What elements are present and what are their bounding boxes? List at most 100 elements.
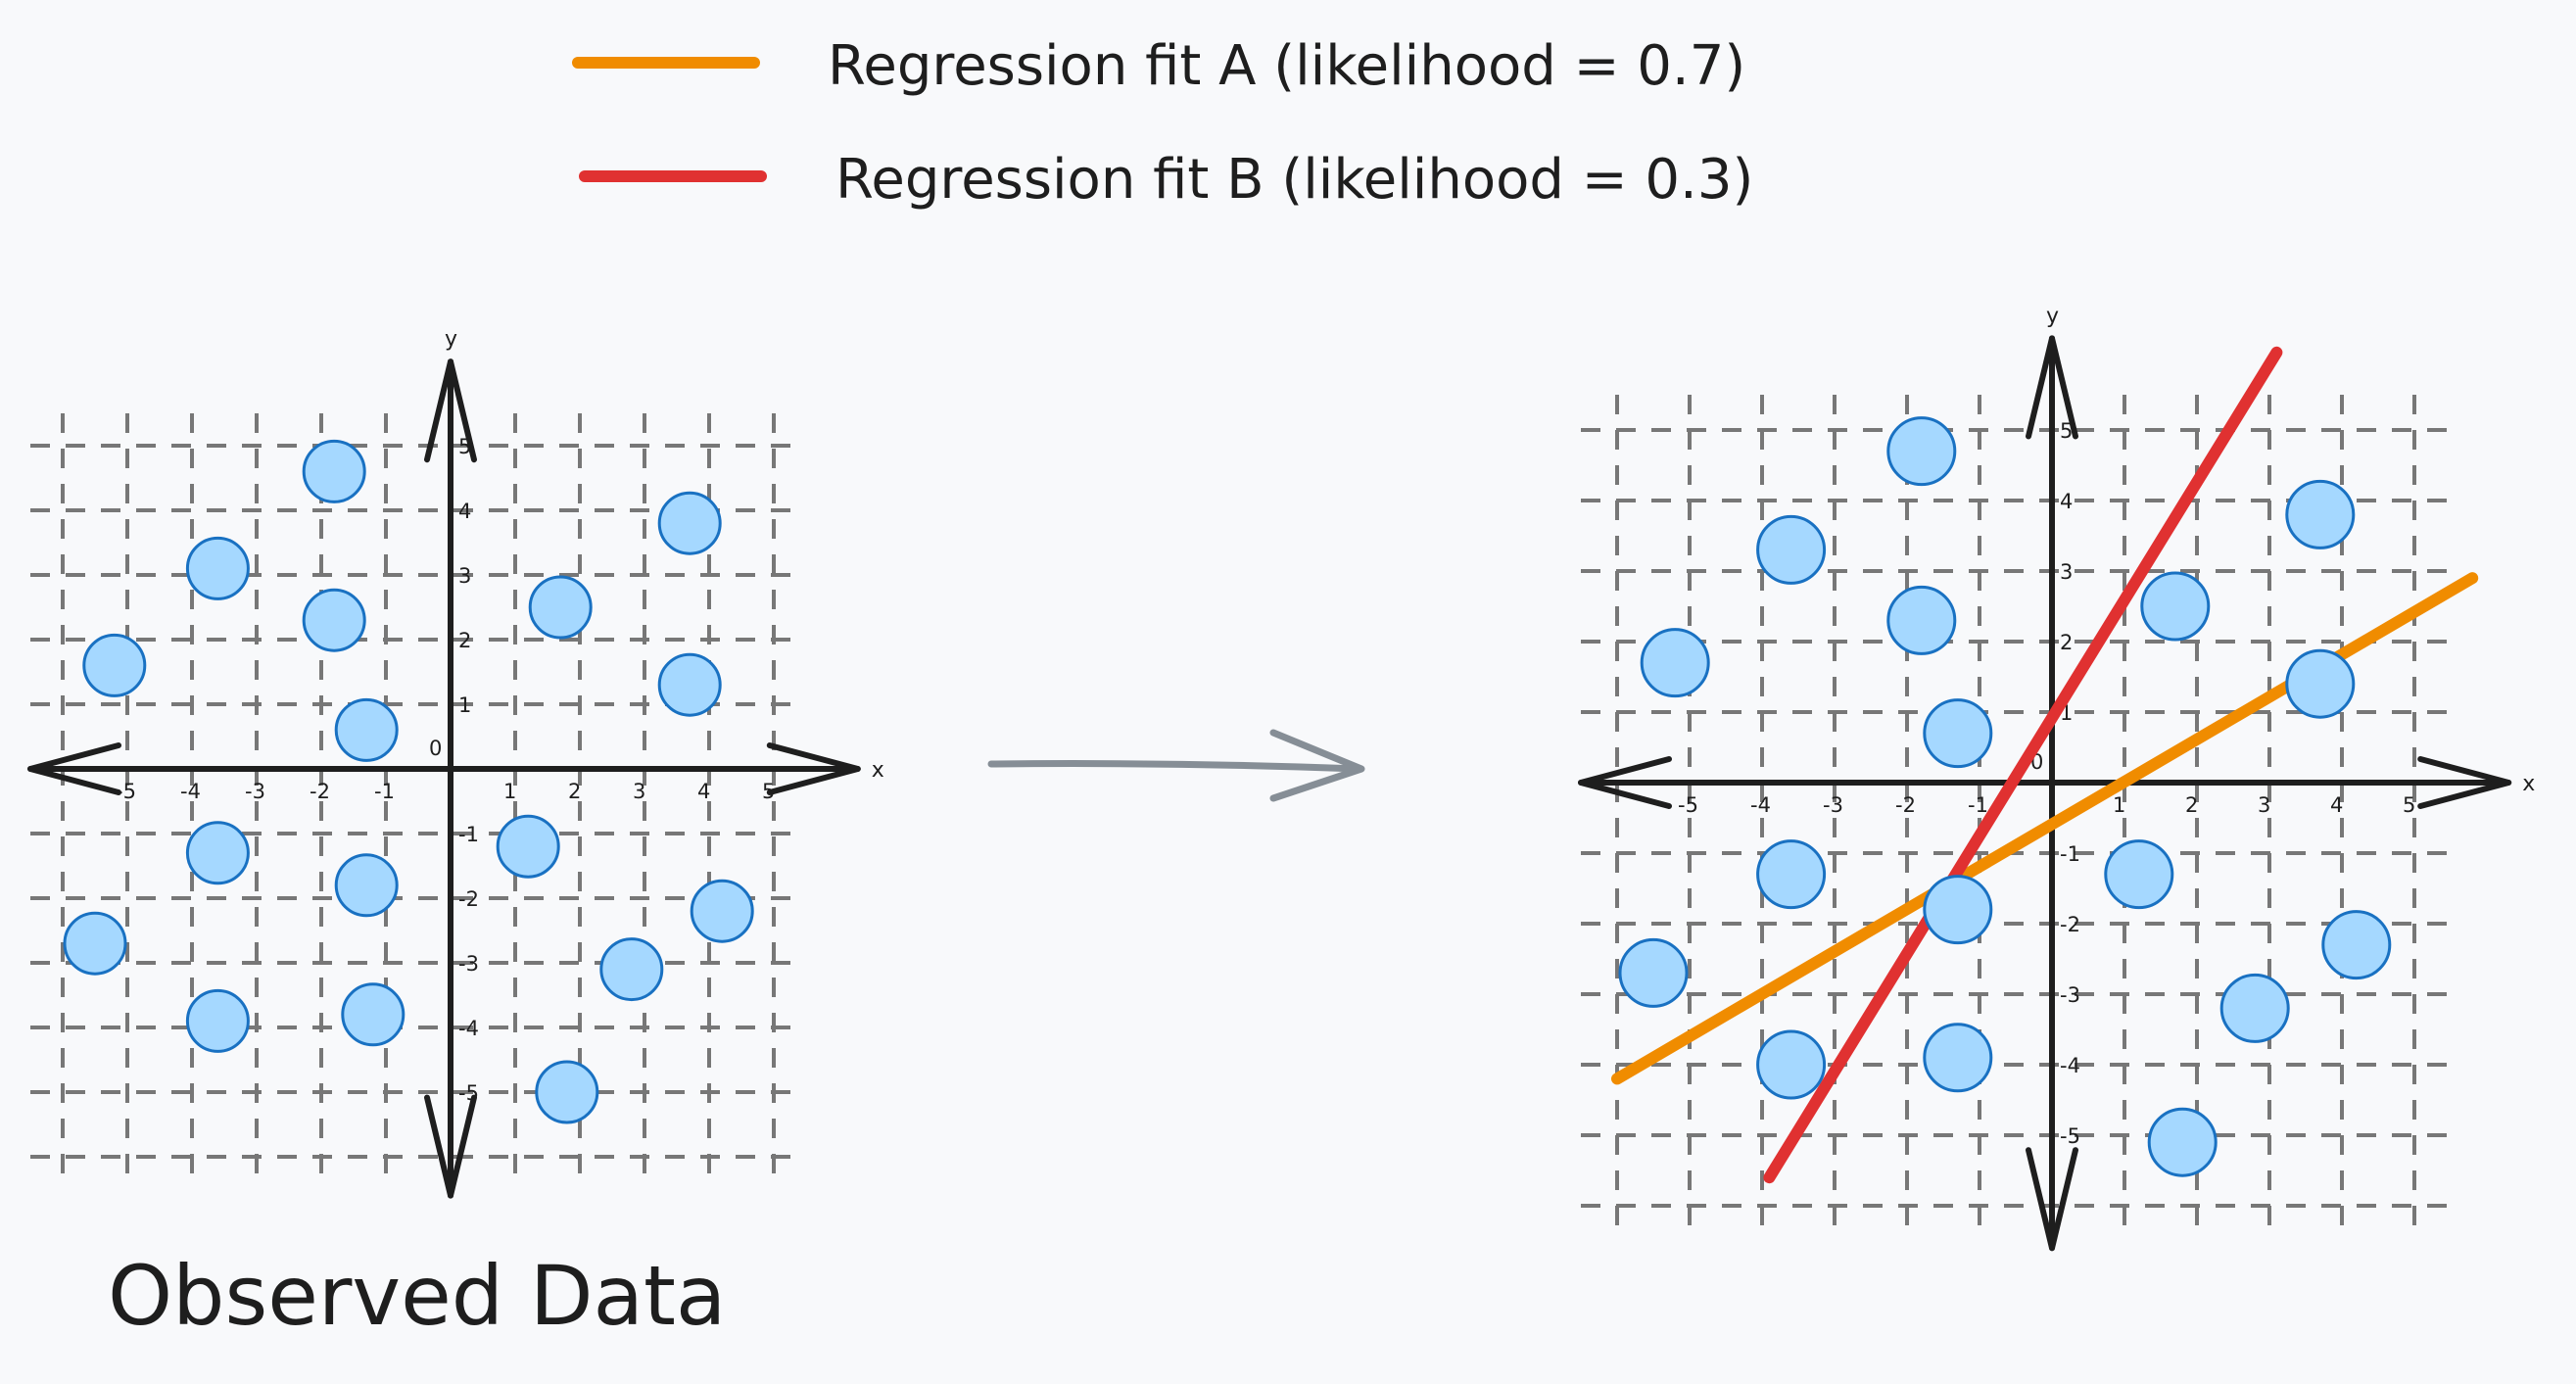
x-tick-label: 2 xyxy=(568,780,581,803)
data-point xyxy=(599,937,664,1002)
data-point xyxy=(302,588,366,652)
data-point xyxy=(2140,571,2211,642)
data-point xyxy=(2147,1107,2218,1177)
y-axis-bottom-arrowhead xyxy=(424,1094,477,1199)
data-point xyxy=(341,982,405,1047)
data-point xyxy=(535,1060,599,1124)
x-tick-label: -1 xyxy=(374,780,395,803)
y-tick-label: -2 xyxy=(458,887,479,911)
data-point xyxy=(1923,1023,1993,1093)
data-point xyxy=(1756,514,1827,585)
legend-label-fit-b: Regression fit B (likelihood = 0.3) xyxy=(835,148,1753,212)
x-tick-label: 4 xyxy=(2330,793,2343,817)
x-axis-left-arrowhead xyxy=(27,742,121,795)
data-point xyxy=(528,575,593,640)
right-arrow-icon xyxy=(987,729,1365,802)
data-point xyxy=(2285,648,2356,719)
data-point xyxy=(496,814,560,879)
x-tick-label: 5 xyxy=(2403,793,2415,817)
y-tick-label: -5 xyxy=(2060,1124,2080,1148)
x-tick-label: -3 xyxy=(245,780,265,803)
y-axis-top-arrowhead xyxy=(424,358,477,463)
data-point xyxy=(185,536,250,600)
data-point xyxy=(690,879,754,943)
x-axis-letter: x xyxy=(2522,772,2535,796)
x-tick-label: -2 xyxy=(310,780,330,803)
data-point xyxy=(185,821,250,885)
x-tick-label: -5 xyxy=(1678,793,1698,817)
data-point xyxy=(302,439,366,503)
y-tick-label: 1 xyxy=(458,693,471,717)
x-tick-label: 1 xyxy=(2113,793,2125,817)
data-point xyxy=(1886,585,1957,655)
x-axis-letter: x xyxy=(872,758,884,783)
data-point xyxy=(1923,698,1993,769)
y-tick-label: -4 xyxy=(2060,1054,2080,1077)
data-point xyxy=(82,633,147,697)
y-tick-label: -5 xyxy=(458,1081,479,1105)
y-tick-label: 3 xyxy=(458,564,471,588)
data-point xyxy=(334,853,399,918)
data-points xyxy=(63,439,754,1124)
x-tick-label: 3 xyxy=(633,780,645,803)
data-point xyxy=(1756,1029,1827,1100)
x-tick-label: -5 xyxy=(116,780,136,803)
axes: xy xyxy=(1578,304,2535,1252)
data-point xyxy=(63,911,127,976)
data-point xyxy=(1923,875,1993,945)
grid xyxy=(1581,395,2451,1241)
x-tick-label: 3 xyxy=(2258,793,2270,817)
y-tick-label: -4 xyxy=(458,1017,479,1040)
data-point xyxy=(657,652,722,717)
y-tick-label: -2 xyxy=(2060,913,2080,936)
regression-fit-a-line xyxy=(1611,572,2479,1085)
x-axis-right-arrowhead xyxy=(2417,756,2512,809)
data-point xyxy=(334,697,399,762)
legend-label-fit-a: Regression fit A (likelihood = 0.7) xyxy=(828,34,1745,98)
data-point xyxy=(657,491,722,555)
x-axis-left-arrowhead xyxy=(1578,756,1672,809)
regression-fits xyxy=(1611,346,2479,1184)
x-tick-label: -4 xyxy=(1750,793,1771,817)
legend: Regression fit A (likelihood = 0.7) Regr… xyxy=(572,34,1753,212)
y-axis-letter: y xyxy=(2046,304,2059,328)
observed-data-caption: Observed Data xyxy=(108,1248,726,1344)
x-tick-label: 4 xyxy=(697,780,710,803)
x-tick-label: -4 xyxy=(180,780,201,803)
axes: xy xyxy=(27,327,884,1199)
y-axis-bottom-arrowhead xyxy=(2026,1147,2078,1252)
x-tick-label: -3 xyxy=(1823,793,1843,817)
regression-fit-b-line xyxy=(1763,346,2283,1184)
x-tick-label: -1 xyxy=(1968,793,1988,817)
y-tick-label: 2 xyxy=(2060,631,2073,654)
x-tick-label: 5 xyxy=(762,780,775,803)
y-tick-label: 3 xyxy=(2060,560,2073,584)
x-tick-label: 0 xyxy=(429,737,442,760)
y-tick-label: -3 xyxy=(458,952,479,976)
data-point xyxy=(1618,937,1689,1008)
data-point xyxy=(185,988,250,1053)
x-axis-right-arrowhead xyxy=(766,742,861,795)
y-axis-top-arrowhead xyxy=(2026,335,2078,440)
y-tick-label: 4 xyxy=(458,500,471,523)
data-point xyxy=(1886,416,1957,487)
y-tick-label: -1 xyxy=(458,823,479,846)
data-point xyxy=(1640,628,1710,698)
y-tick-label: 5 xyxy=(2060,419,2073,443)
data-point xyxy=(2219,973,2290,1043)
x-tick-label: 2 xyxy=(2185,793,2198,817)
data-points xyxy=(1618,416,2392,1177)
data-point xyxy=(2285,479,2356,549)
y-tick-label: 4 xyxy=(2060,490,2073,513)
x-tick-label: -2 xyxy=(1895,793,1916,817)
y-tick-label: 5 xyxy=(458,435,471,458)
data-point xyxy=(2104,839,2174,910)
data-point xyxy=(2321,910,2392,980)
y-tick-label: -3 xyxy=(2060,983,2080,1007)
y-tick-label: -1 xyxy=(2060,842,2080,866)
